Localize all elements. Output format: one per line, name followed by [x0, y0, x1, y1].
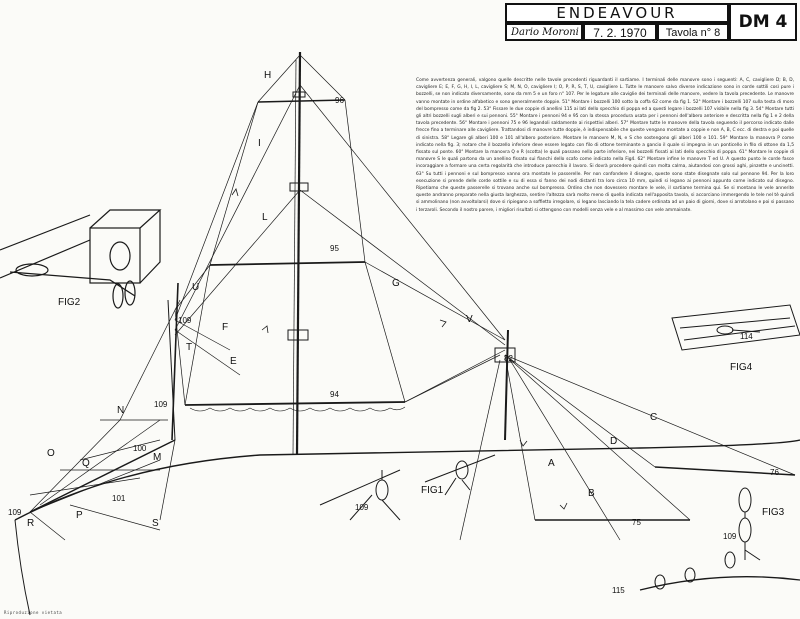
- part-number-115: 115: [612, 586, 625, 595]
- fig1-detail: [319, 454, 496, 521]
- bowsprit: [29, 439, 176, 513]
- fig3-detail: [639, 487, 800, 591]
- figure-label-fig3: FIG3: [762, 507, 785, 518]
- rigging-label-c: C: [650, 412, 658, 423]
- rigging-label-g: G: [392, 278, 400, 289]
- part-number-109-mid: 109: [154, 400, 168, 409]
- rigging-label-v: V: [466, 314, 473, 325]
- yard-95: [209, 261, 366, 266]
- title-block: ENDEAVOUR DM 4 Dario Moroni 7. 2. 1970 T…: [505, 3, 797, 41]
- plate-number: Tavola n° 8: [657, 23, 729, 41]
- copyright-footer: Riproduzione vietata: [4, 610, 63, 615]
- rigging-label-o: O: [47, 448, 55, 459]
- figure-label-fig1: FIG1: [421, 485, 444, 496]
- part-number-109-top: 109: [178, 316, 192, 325]
- rigging-label-d: D: [610, 436, 618, 447]
- part-number-101: 101: [112, 494, 126, 503]
- part-number-109-bow: 109: [8, 508, 22, 517]
- mizzen-mast: [171, 282, 179, 441]
- part-number-109-fig3: 109: [723, 532, 737, 541]
- rigging-label-h: H: [264, 70, 272, 81]
- hull-stern: [14, 519, 31, 616]
- part-number-114: 114: [740, 332, 753, 341]
- part-number-95: 95: [330, 244, 339, 253]
- part-number-96: 96: [335, 96, 344, 105]
- author-signature: Dario Moroni: [505, 23, 583, 41]
- gaff-76: [654, 466, 796, 476]
- yard-94: [184, 401, 406, 406]
- part-number-75: 75: [632, 518, 641, 527]
- drawing-date: 7. 2. 1970: [583, 23, 657, 41]
- rigging-label-m: M: [153, 452, 162, 463]
- rigging-label-q: Q: [82, 458, 90, 469]
- figure-label-fig2: FIG2: [58, 297, 81, 308]
- rigging-label-f: F: [222, 322, 229, 333]
- main-mast: [295, 51, 302, 456]
- part-number-76: 76: [770, 468, 779, 477]
- part-number-94: 94: [330, 390, 339, 399]
- part-number-82: 82: [504, 354, 513, 363]
- rigging-label-e: E: [230, 356, 237, 367]
- fig4-detail: [671, 304, 800, 351]
- assembly-instructions: Come avvertenza generali, valgono quelle…: [416, 78, 794, 213]
- ship-name: ENDEAVOUR: [505, 3, 729, 23]
- rigging-label-s: S: [152, 518, 159, 529]
- plate-code: DM 4: [729, 3, 797, 41]
- rigging-label-l: L: [262, 212, 268, 223]
- rigging-label-t: T: [186, 342, 193, 353]
- figure-label-fig4: FIG4: [730, 362, 753, 373]
- rigging-label-r: R: [27, 518, 35, 529]
- rigging-label-p: P: [76, 510, 83, 521]
- part-number-109-fig1: 109: [355, 503, 369, 512]
- rigging-label-a: A: [548, 458, 555, 469]
- part-number-100: 100: [133, 444, 147, 453]
- rigging-label-n: N: [117, 405, 125, 416]
- hull-outline: [14, 439, 800, 521]
- fig2-detail: [0, 209, 162, 309]
- rigging-label-u: U: [192, 282, 200, 293]
- rigging-label-b: B: [588, 488, 595, 499]
- yard-96: [257, 99, 346, 103]
- rigging-label-i: I: [258, 138, 261, 149]
